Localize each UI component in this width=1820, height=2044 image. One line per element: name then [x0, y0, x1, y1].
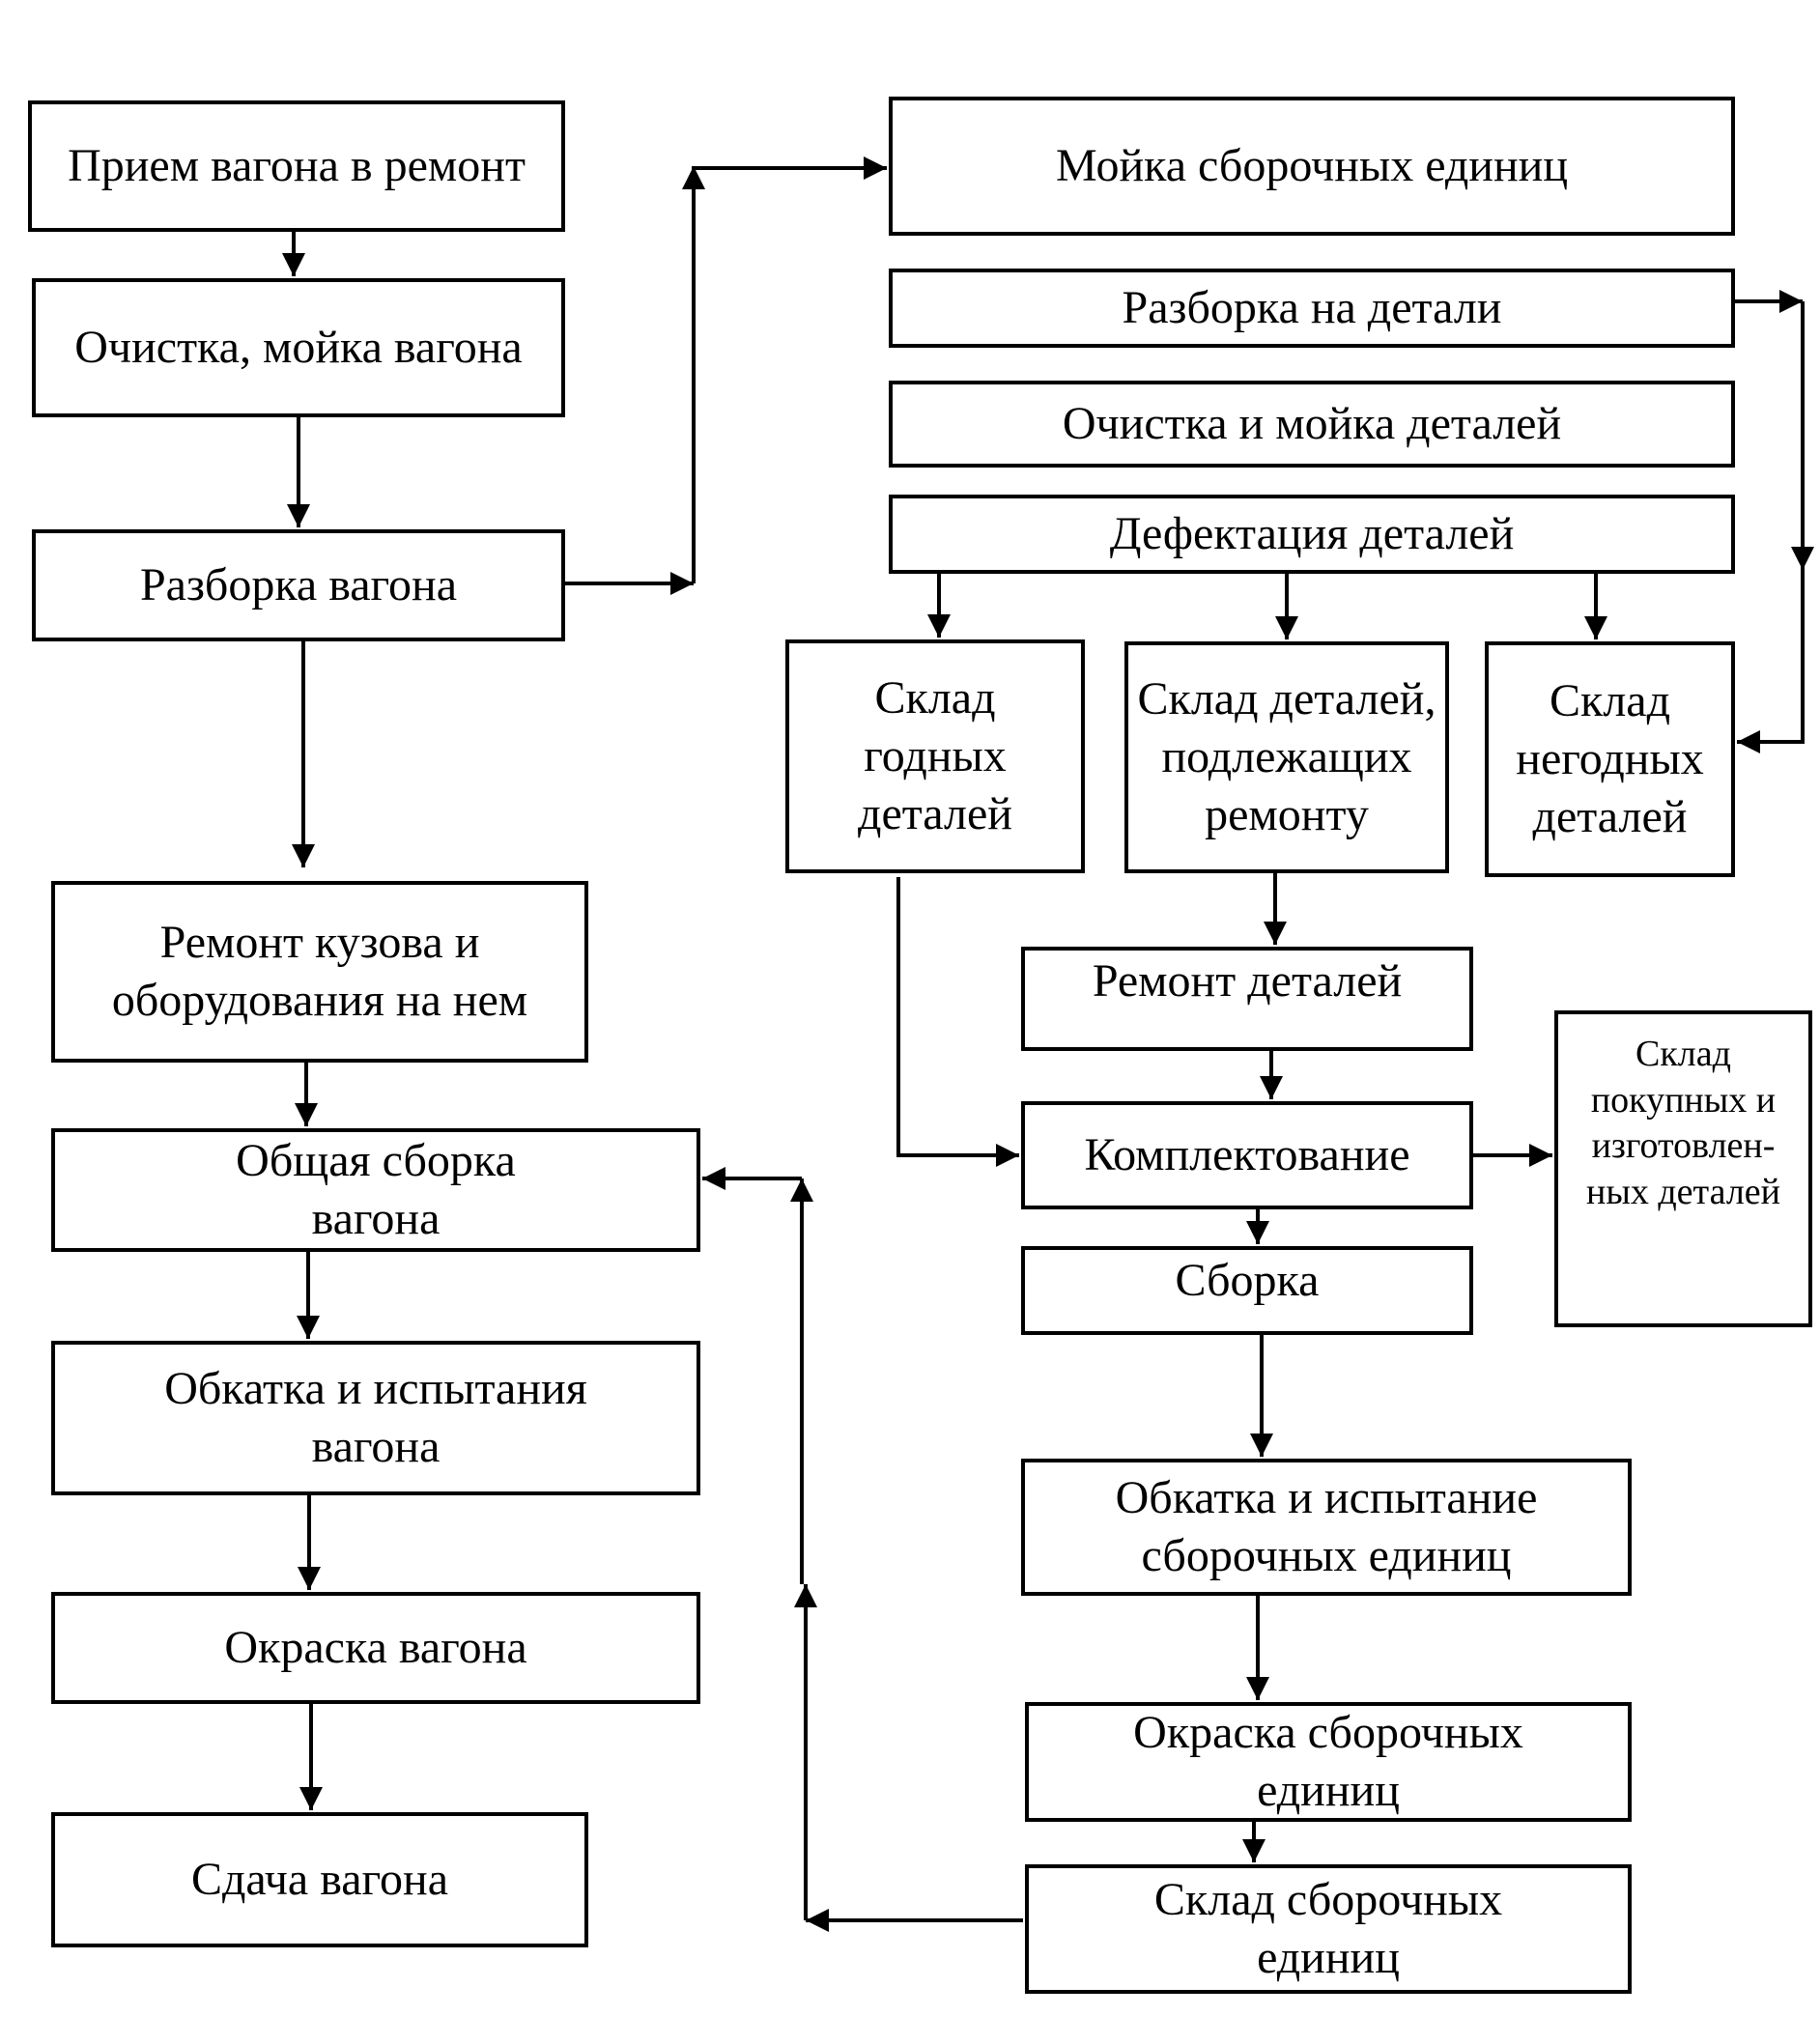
- node-sdacha: Сдача вагона: [51, 1812, 588, 1947]
- node-label: Окраска вагона: [224, 1622, 527, 1673]
- node-label: Обкатка и испытания вагона: [164, 1363, 587, 1472]
- arrow-to-sklad-negodnyh: [1737, 570, 1805, 753]
- node-label: Очистка, мойка вагона: [74, 322, 523, 373]
- node-label: Склад негодных деталей: [1516, 675, 1704, 842]
- node-sklad-pokupnyh: Склад покупных и изготовлен- ных деталей: [1554, 1010, 1812, 1327]
- node-label: Сдача вагона: [190, 1854, 449, 1905]
- node-label: Склад деталей, подлежащих ремонту: [1137, 673, 1436, 840]
- node-sklad-remont: Склад деталей, подлежащих ремонту: [1124, 641, 1449, 873]
- arrow-godnyh-to-komplekt: [896, 877, 1019, 1167]
- node-razborka-vagona: Разборка вагона: [32, 529, 565, 641]
- node-defektaciya: Дефектация деталей: [889, 495, 1735, 574]
- node-okraska-vagona: Окраска вагона: [51, 1592, 700, 1704]
- node-label: Мойка сборочных единиц: [1055, 140, 1569, 191]
- node-razborka-detali: Разборка на детали: [889, 269, 1735, 348]
- node-sklad-negodnyh: Склад негодных деталей: [1485, 641, 1735, 877]
- node-remont-kuzova: Ремонт кузова и оборудования на нем: [51, 881, 588, 1063]
- node-okraska-se: Окраска сборочных единиц: [1025, 1702, 1632, 1822]
- node-label: Склад годных деталей: [858, 672, 1012, 839]
- node-label: Общая сборка вагона: [236, 1135, 516, 1244]
- node-label: Ремонт деталей: [1092, 955, 1403, 1007]
- node-ochistka-vagona: Очистка, мойка вагона: [32, 278, 565, 417]
- node-label: Прием вагона в ремонт: [68, 140, 526, 191]
- node-komplektovanie: Комплектование: [1021, 1101, 1473, 1209]
- node-label: Склад покупных и изготовлен- ных деталей: [1585, 1034, 1780, 1212]
- node-label: Дефектация деталей: [1109, 508, 1515, 559]
- node-label: Ремонт кузова и оборудования на нем: [111, 917, 528, 1026]
- node-moyka-se: Мойка сборочных единиц: [889, 97, 1735, 236]
- node-sklad-godnyh: Склад годных деталей: [785, 639, 1085, 873]
- node-sklad-se: Склад сборочных единиц: [1025, 1864, 1632, 1994]
- node-label: Сборка: [1175, 1255, 1320, 1306]
- node-label: Окраска сборочных единиц: [1133, 1707, 1523, 1816]
- node-obkatka-se: Обкатка и испытание сборочных единиц: [1021, 1459, 1632, 1596]
- node-label: Комплектование: [1084, 1129, 1410, 1180]
- node-label: Разборка на детали: [1122, 282, 1502, 333]
- node-obkatka-vagona: Обкатка и испытания вагона: [51, 1341, 700, 1495]
- node-label: Склад сборочных единиц: [1153, 1874, 1503, 1983]
- node-label: Очистка и мойка деталей: [1062, 398, 1562, 449]
- node-obshchaya-sborka: Общая сборка вагона: [51, 1128, 700, 1252]
- node-ochistka-detaley: Очистка и мойка деталей: [889, 381, 1735, 468]
- node-label: Обкатка и испытание сборочных единиц: [1115, 1472, 1538, 1581]
- node-remont-detaley: Ремонт деталей: [1021, 947, 1473, 1051]
- node-label: Разборка вагона: [139, 559, 458, 610]
- node-priem: Прием вагона в ремонт: [28, 100, 565, 232]
- node-sborka: Сборка: [1021, 1246, 1473, 1335]
